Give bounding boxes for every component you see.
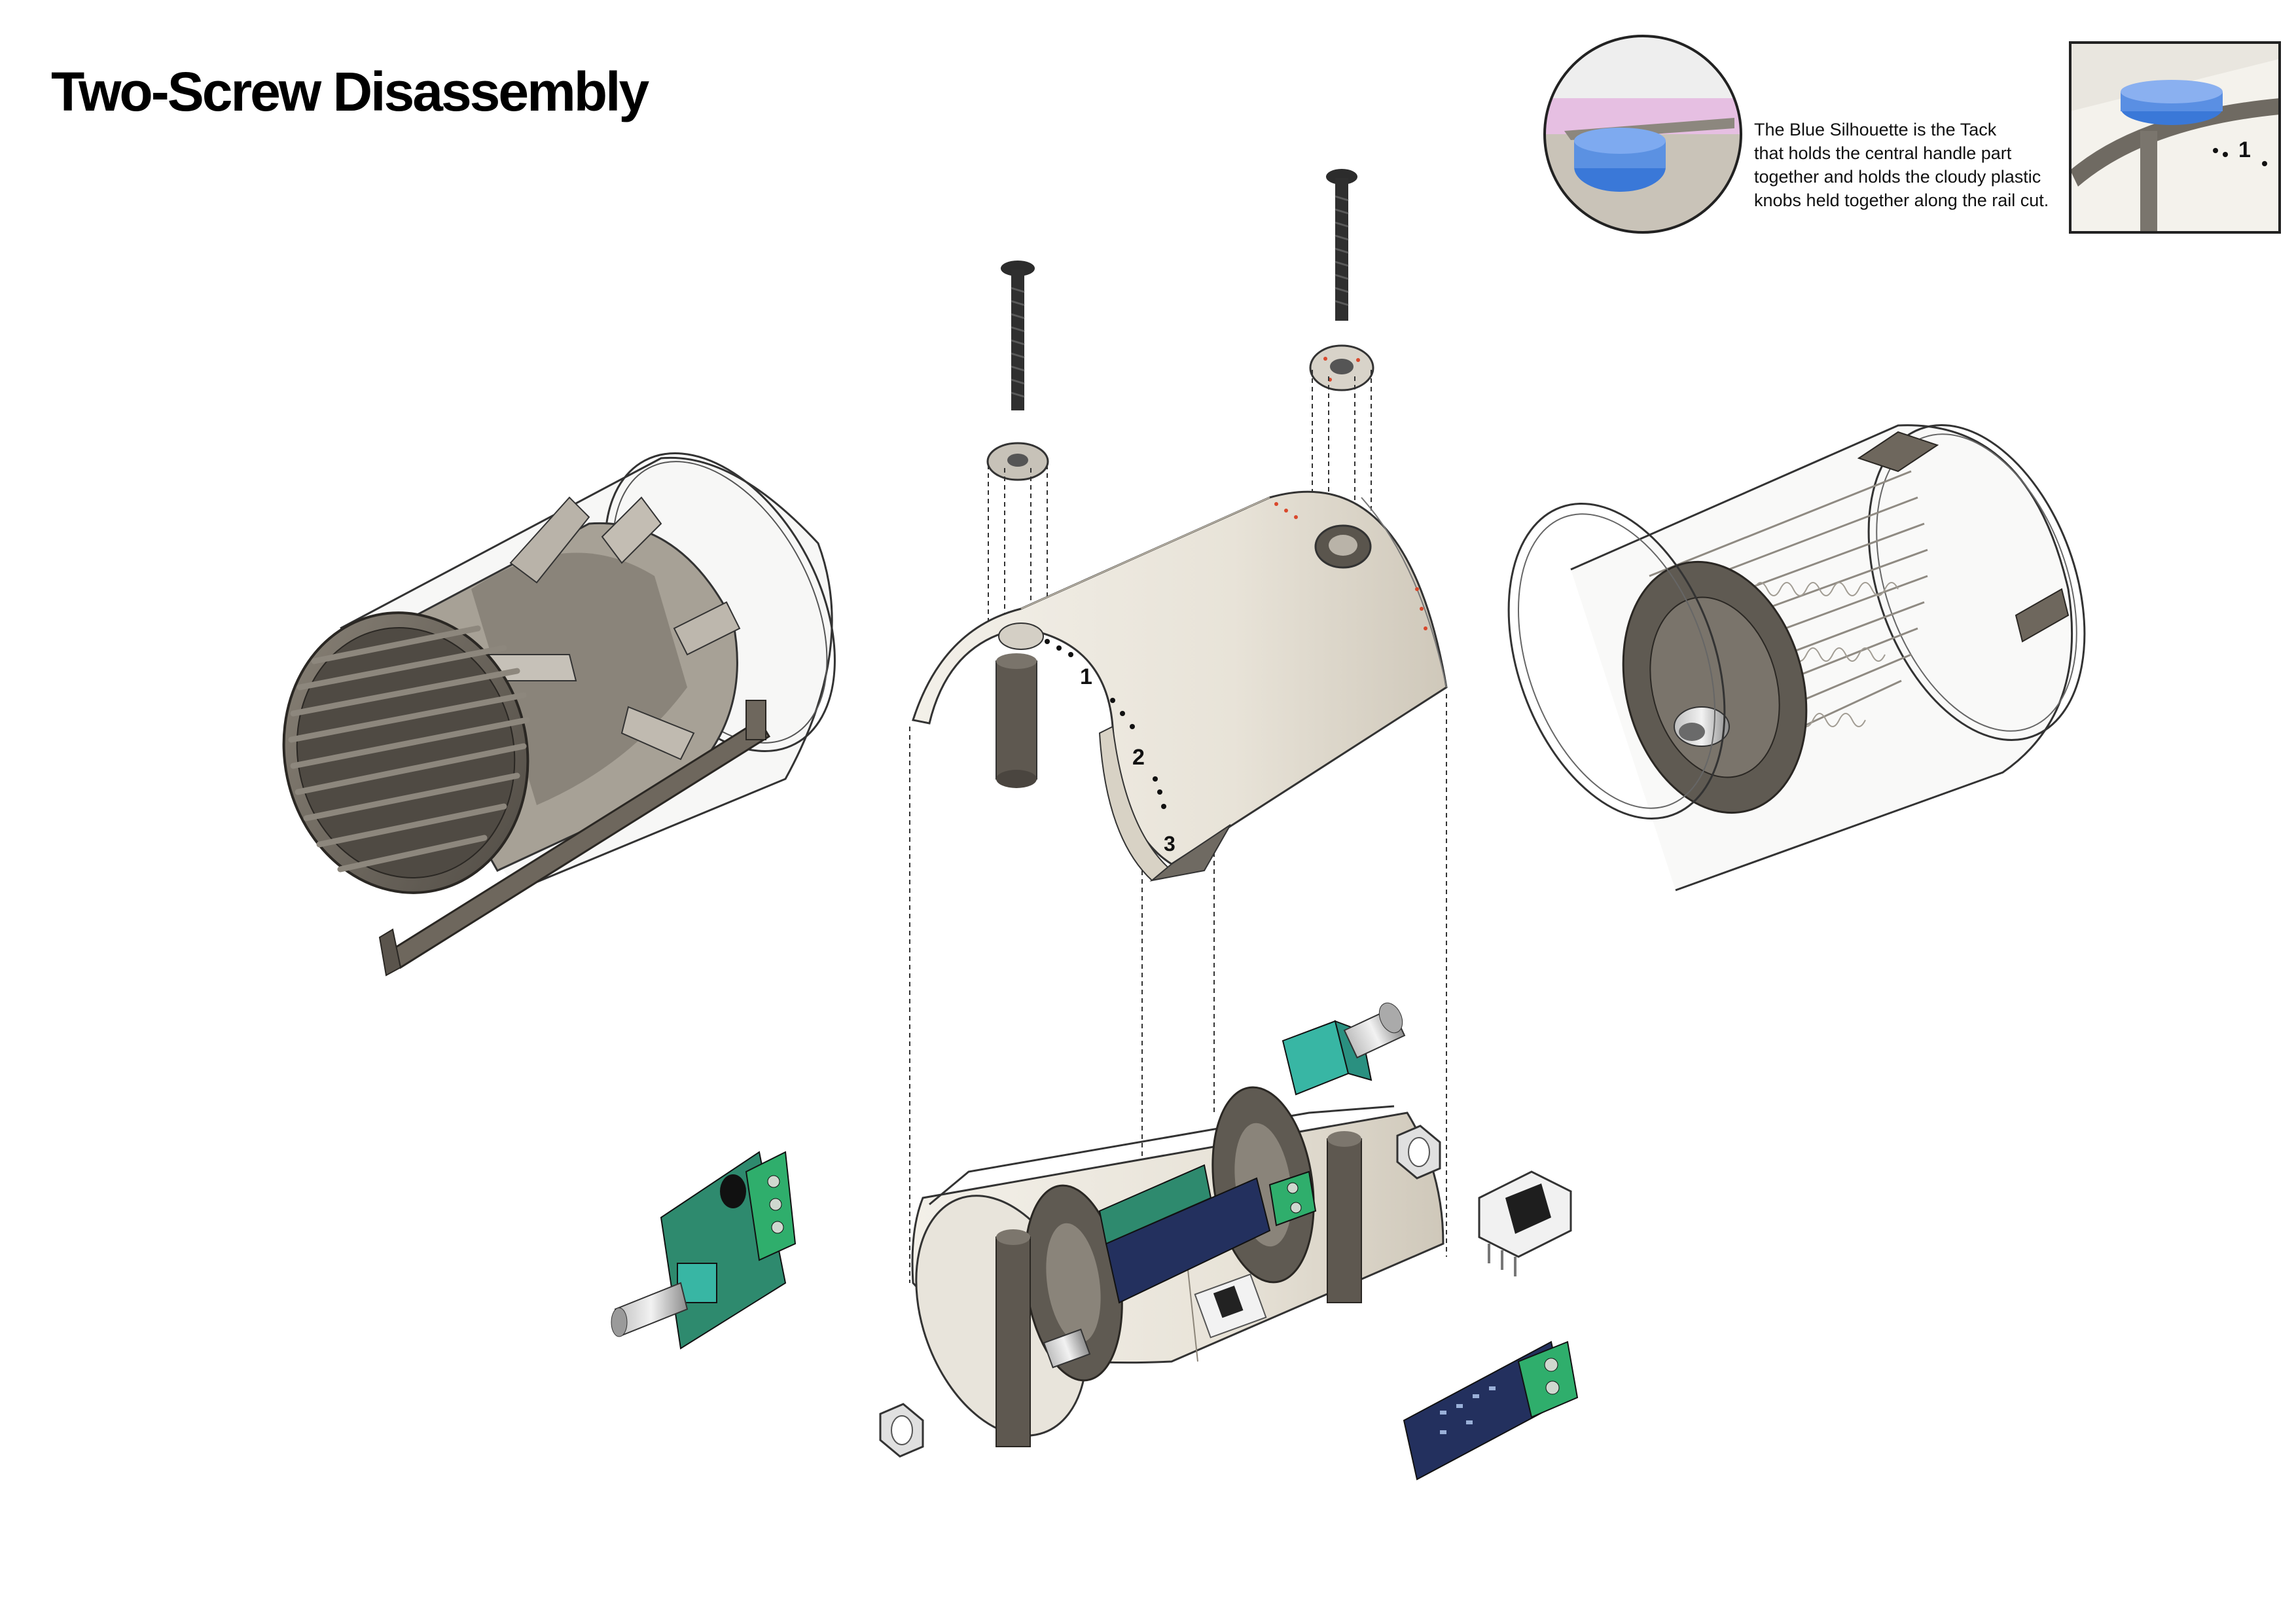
hex-nut-left: [879, 1403, 924, 1458]
washer-left: [986, 442, 1049, 481]
current-sensor-board: [1403, 1341, 1579, 1481]
callout-caption: The Blue Silhouette is the Tack that hol…: [1754, 118, 2081, 212]
detail-magnifier: [1543, 35, 1742, 234]
sleeve-mark-3: 3: [1164, 832, 1175, 856]
fan-housing: [282, 452, 836, 977]
sleeve-mark-1: 1: [1080, 664, 1092, 689]
brush-roller-housing: [1507, 424, 2086, 892]
caption-line: The Blue Silhouette is the Tack: [1754, 120, 1997, 139]
voltage-regulator-module: [1478, 1170, 1572, 1276]
detail-inset-render: 1: [2069, 41, 2281, 234]
upper-shell: 1 2 3: [912, 490, 1448, 882]
potentiometer: [1282, 1002, 1406, 1096]
washer-right: [1309, 344, 1374, 391]
hex-nut-right: [1396, 1125, 1441, 1180]
inset-mark: 1: [2238, 137, 2251, 162]
sleeve-scale: [1045, 639, 1166, 809]
screw-right: [1326, 169, 1357, 321]
screw-left: [1001, 261, 1035, 410]
page-title: Two-Screw Disassembly: [51, 61, 649, 122]
caption-line: together and holds the cloudy plastic: [1754, 167, 2041, 187]
motor-speed-controller-board: [611, 1151, 797, 1350]
caption-line: that holds the central handle part: [1754, 143, 2012, 163]
caption-line: knobs held together along the rail cut.: [1754, 190, 2049, 210]
sleeve-mark-2: 2: [1132, 745, 1145, 770]
lower-shell-assembly: [911, 1086, 1444, 1447]
